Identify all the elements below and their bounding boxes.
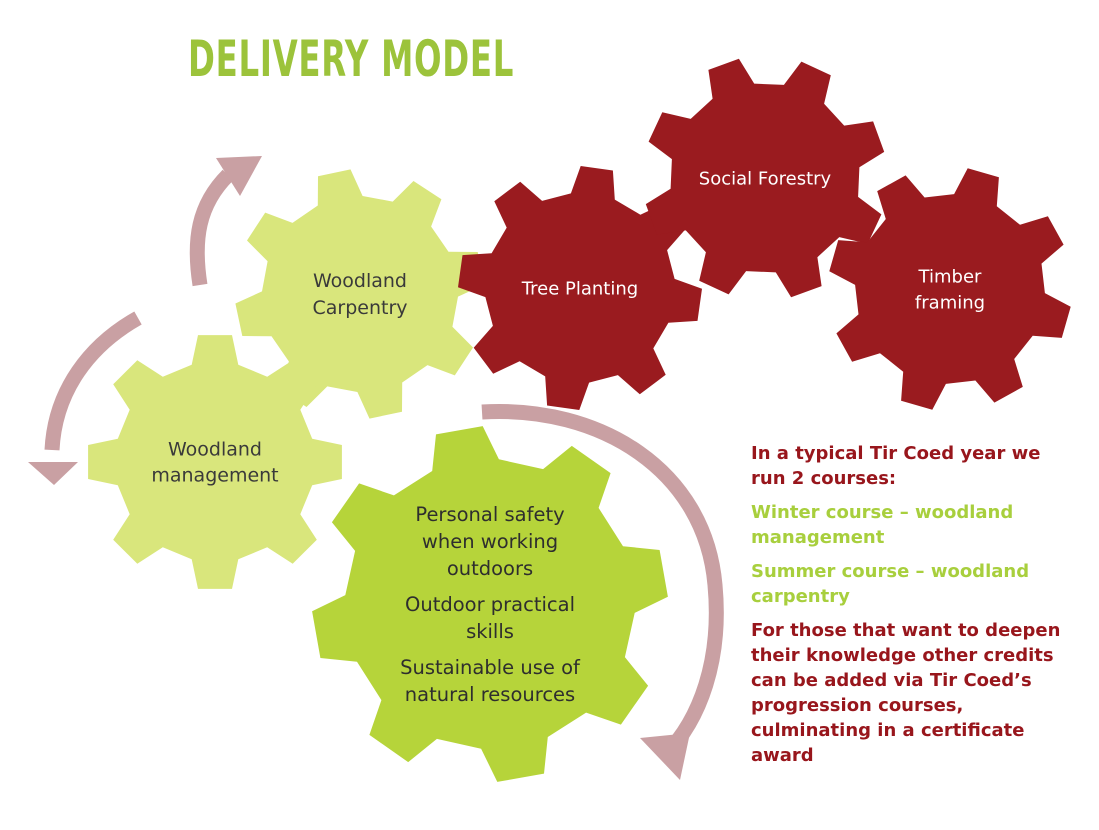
courses-summary: In a typical Tir Coed year we run 2 cour…	[751, 441, 1081, 777]
gear-label: Personal safety	[415, 503, 564, 526]
gear-label: when working	[422, 530, 558, 553]
gear-label: Carpentry	[312, 297, 407, 319]
gear-label: Timber	[918, 266, 982, 287]
gear-label: skills	[466, 620, 514, 643]
gear-shape	[312, 426, 668, 782]
gear-label: Woodland	[168, 439, 262, 461]
gear-core-skills: Personal safety when working outdoorsOutdo…	[312, 426, 668, 782]
gear-label: Social Forestry	[699, 168, 832, 189]
gear-social-forestry: Social Forestry	[645, 58, 885, 298]
gear-label: Tree Planting	[521, 278, 638, 299]
arrow-upper-left-head	[216, 156, 262, 196]
arrow-left	[28, 311, 142, 485]
arrow-right-shaft	[481, 403, 724, 761]
gear-tree-planting: Tree Planting	[458, 166, 702, 410]
gear-label: Sustainable use of	[400, 656, 581, 679]
arrow-upper-left-shaft	[189, 169, 234, 287]
gear-label: outdoors	[447, 557, 533, 580]
gear-shape	[88, 335, 342, 589]
gear-woodland-management: Woodland management	[88, 335, 342, 589]
gear-shape	[235, 169, 485, 419]
arrow-right-head	[640, 733, 690, 780]
gear-label: Outdoor practical	[405, 593, 575, 616]
gear-label: Woodland	[313, 270, 407, 292]
arrow-right	[481, 403, 724, 780]
gear-timber-framing: Timber framing	[829, 168, 1071, 410]
courses-intro: In a typical Tir Coed year we run 2 cour…	[751, 443, 1041, 489]
gear-shape	[829, 168, 1071, 410]
gear-label: framing	[915, 292, 985, 313]
gear-shape	[645, 58, 885, 298]
arrow-left-shaft	[44, 311, 142, 451]
progression-courses: For those that want to deepen their know…	[751, 620, 1061, 766]
gear-label: management	[151, 465, 278, 487]
gear-shape	[458, 166, 702, 410]
arrow-left-head	[28, 462, 78, 485]
arrow-upper-left	[189, 156, 262, 287]
winter-course: Winter course – woodland management	[751, 502, 1014, 548]
gear-label: natural resources	[405, 683, 575, 706]
summer-course: Summer course – woodland carpentry	[751, 561, 1030, 607]
page-title: DELIVERY MODEL	[188, 30, 515, 88]
